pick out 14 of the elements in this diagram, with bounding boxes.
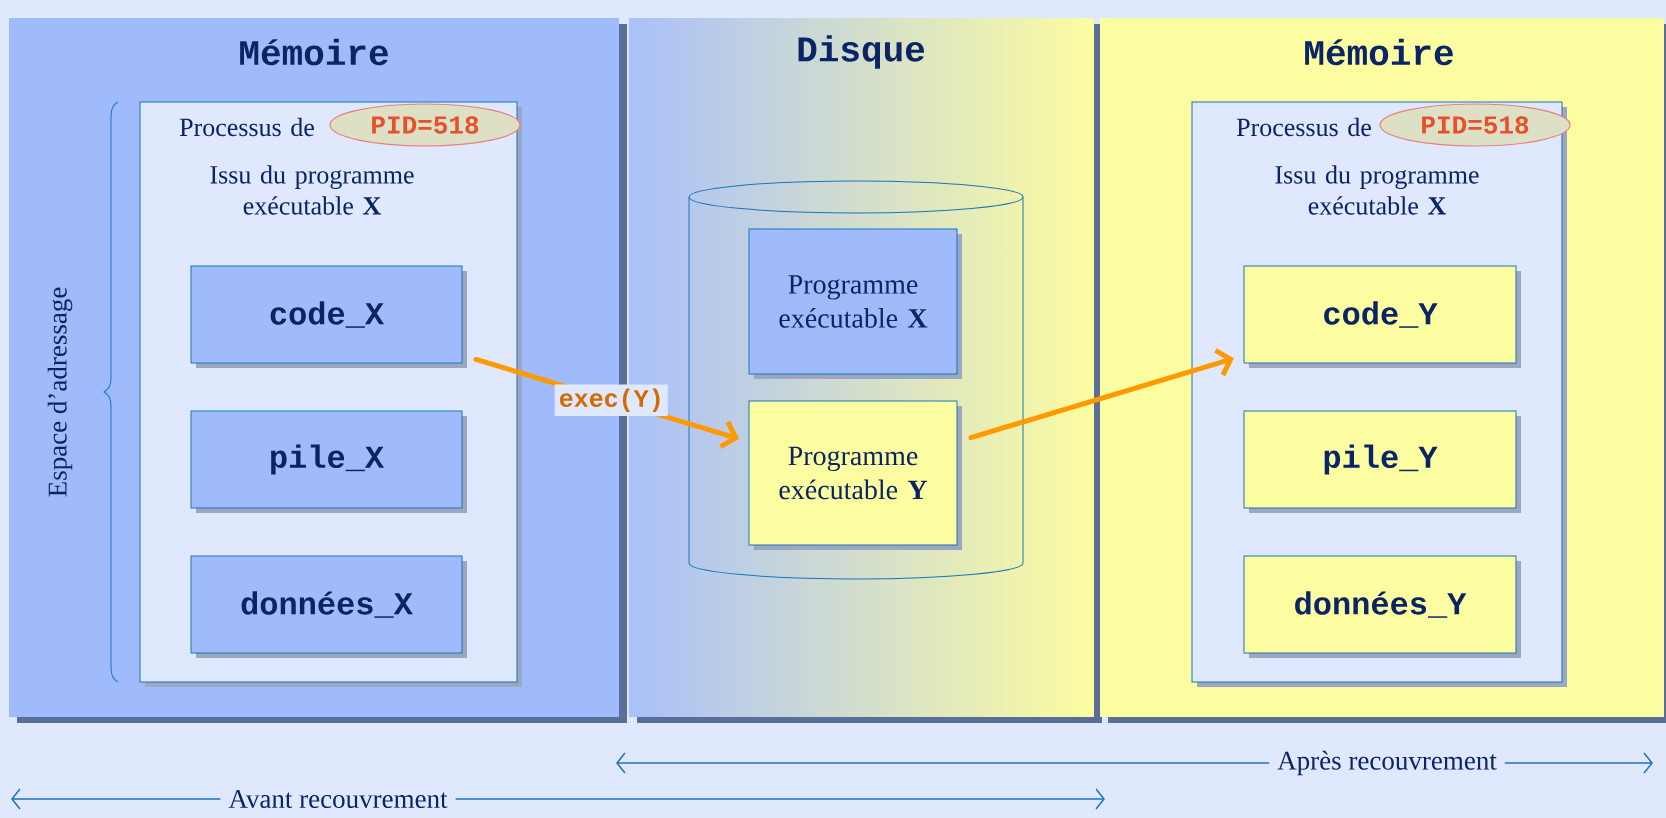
arrow [968,348,1234,441]
memory-segment-box: pile_X [190,410,467,513]
memory-segment-box: données_Y [1243,555,1521,658]
edge-label: exec(Y) [554,384,668,416]
span-label: Avant recouvrement [220,787,456,811]
memory-segment-box: données_X [190,555,467,658]
memory-segment-box: pile_Y [1243,410,1521,513]
disk-cylinder [688,180,1024,580]
program-box: Programme exécutable X [748,228,962,379]
span-label: Après recouvrement [1269,748,1505,778]
rotated-label: Espace d’adressage [47,287,73,497]
memory-segment-box: code_Y [1243,265,1521,368]
memory-segment-box: code_X [190,265,467,368]
program-box: Programme exécutable Y [748,400,962,550]
